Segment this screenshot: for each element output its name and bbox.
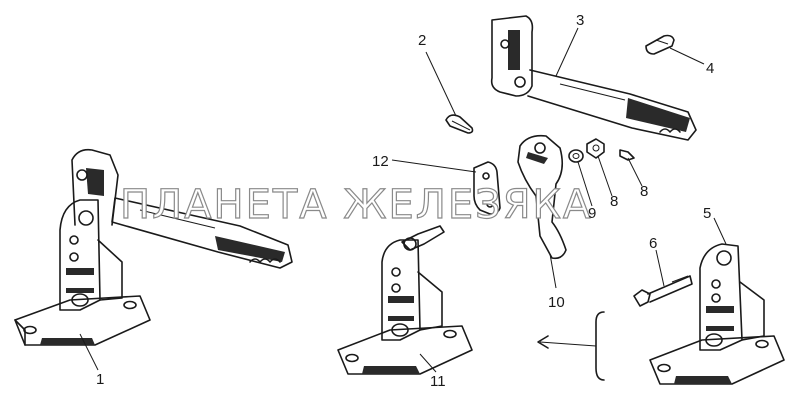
callout-1: 1 xyxy=(96,371,104,388)
watermark-text: ПЛАНЕТА ЖЕЛЕЗЯКА xyxy=(120,182,592,228)
assembly-5 xyxy=(649,243,785,385)
callout-9: 9 xyxy=(588,205,596,222)
callout-8-pin: 8 xyxy=(640,183,648,200)
assembly-11 xyxy=(337,225,473,375)
part-2-cotter-pin xyxy=(445,114,474,134)
part-6-bolt xyxy=(633,275,693,307)
part-4-bolt xyxy=(645,34,675,55)
part-12-link xyxy=(473,161,501,215)
leader-lines xyxy=(79,27,727,373)
direction-arrow xyxy=(537,311,605,381)
callout-12: 12 xyxy=(372,153,389,170)
callout-5: 5 xyxy=(703,205,711,222)
callout-labels: 1 2 3 4 5 6 8 8 9 10 11 12 xyxy=(96,12,714,390)
callout-6: 6 xyxy=(649,235,657,252)
part-3-lever xyxy=(490,15,697,141)
part-10-latch xyxy=(517,134,567,260)
assembly-1 xyxy=(14,148,293,346)
callout-4: 4 xyxy=(706,60,714,77)
callout-10: 10 xyxy=(548,294,565,311)
callout-3: 3 xyxy=(576,12,584,29)
parts-8-9-fasteners xyxy=(568,138,635,163)
callout-11: 11 xyxy=(430,373,446,390)
callout-8-nut: 8 xyxy=(610,193,618,210)
callout-2: 2 xyxy=(418,32,426,49)
